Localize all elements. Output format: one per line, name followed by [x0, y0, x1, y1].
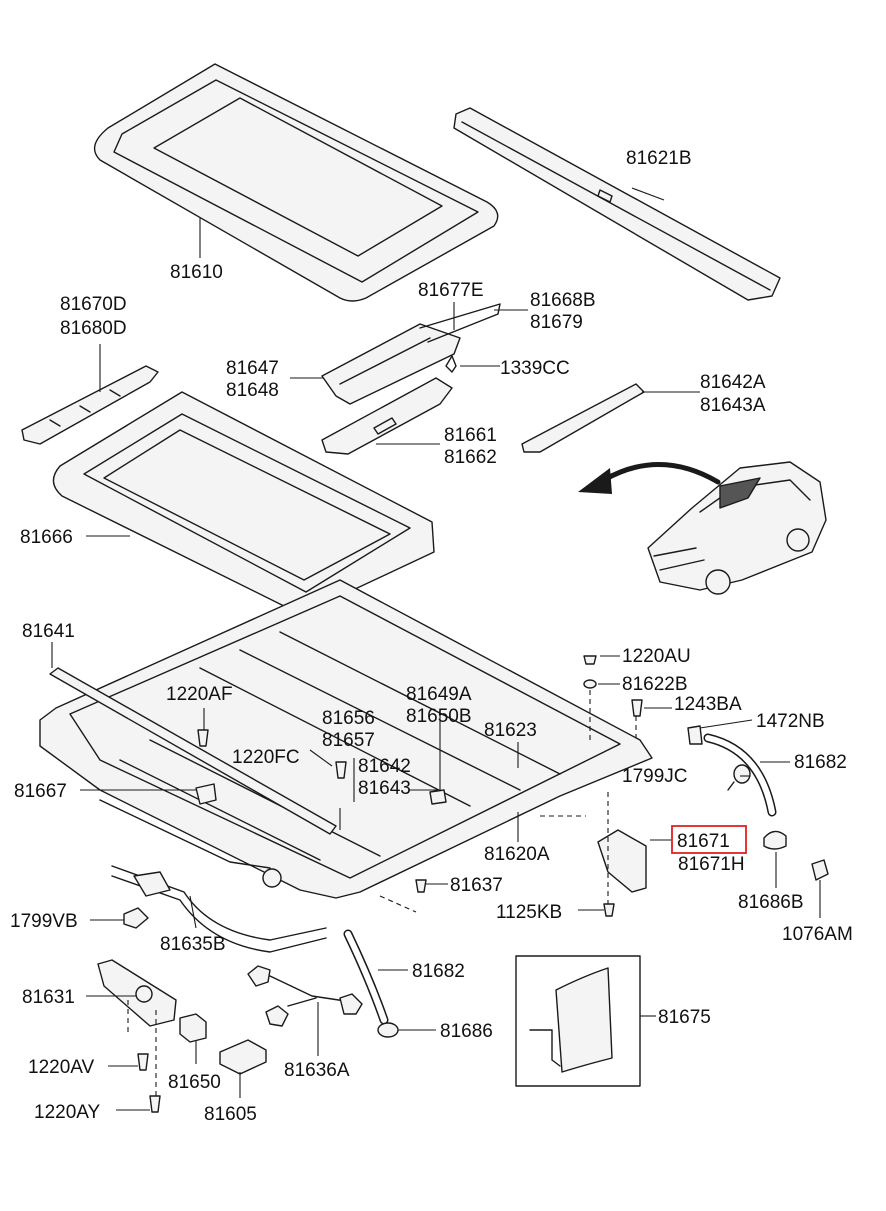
bushing-81650: [179, 1013, 207, 1043]
rail-81641: [49, 667, 337, 835]
label-81662: 81662: [444, 447, 497, 468]
bolt-1220FC: [335, 761, 347, 779]
label-1220AY: 1220AY: [34, 1102, 101, 1123]
highlight-box-81671: [671, 825, 747, 854]
part-labels: 81610 81621B 81670D 81680D 81677E 81668B…: [10, 148, 853, 1125]
harness-81636A: [247, 965, 363, 1027]
label-1243BA: 1243BA: [674, 694, 742, 715]
label-81670D: 81670D: [60, 294, 127, 315]
label-1125KB: 1125KB: [496, 902, 562, 923]
leader-lines: [51, 187, 821, 1111]
bolt-1220AV: [137, 1053, 149, 1071]
label-81642A: 81642A: [700, 372, 766, 393]
seal-strip-81670D: [21, 365, 159, 445]
bolt-1220AY: [149, 1095, 161, 1113]
label-81686: 81686: [440, 1021, 493, 1042]
motor-81631: [97, 959, 177, 1027]
inset-81675: [515, 955, 641, 1087]
clip-81649A: [429, 789, 447, 805]
label-81623: 81623: [484, 720, 537, 741]
label-81666: 81666: [20, 527, 73, 548]
label-81650B: 81650B: [406, 706, 472, 727]
fastener-1243BA: [631, 699, 643, 717]
module-81605: [219, 1039, 267, 1075]
label-81636A: 81636A: [284, 1060, 350, 1081]
label-81650: 81650: [168, 1072, 221, 1093]
label-1220AU: 1220AU: [622, 646, 691, 667]
rail-81642A: [521, 383, 645, 453]
label-81643: 81643: [358, 778, 411, 799]
cable-81635B: [111, 865, 327, 953]
label-1220FC: 1220FC: [232, 747, 300, 768]
label-81671H: 81671H: [678, 854, 745, 875]
label-81656: 81656: [322, 708, 375, 729]
label-81668B: 81668B: [530, 290, 596, 311]
arrow-icon: [578, 462, 721, 494]
plate-81661: [321, 377, 453, 455]
label-1799VB: 1799VB: [10, 911, 78, 932]
grommet-81686: [377, 1022, 399, 1038]
bracket-81667: [195, 783, 217, 805]
label-81680D: 81680D: [60, 318, 127, 339]
label-81667: 81667: [14, 781, 67, 802]
label-81677E: 81677E: [418, 280, 484, 301]
clip-1076AM: [811, 859, 829, 881]
hose-81682-right: [703, 733, 777, 817]
label-1339CC: 1339CC: [500, 358, 570, 379]
label-81631: 81631: [22, 987, 75, 1008]
vehicle-illustration: [647, 461, 827, 595]
label-1076AM: 1076AM: [782, 924, 853, 945]
label-81642: 81642: [358, 756, 411, 777]
label-81622B: 81622B: [622, 674, 688, 695]
bumper-1799VB: [123, 907, 149, 929]
label-81605: 81605: [204, 1104, 257, 1125]
deflector-81621B: [453, 107, 781, 301]
label-81682-lower: 81682: [412, 961, 465, 982]
label-81679: 81679: [530, 312, 583, 333]
bracket-81647: [321, 303, 501, 405]
clip-1472NB: [687, 725, 703, 745]
label-81620A: 81620A: [484, 844, 550, 865]
label-81641: 81641: [22, 621, 75, 642]
glass-panel-81610: [93, 63, 499, 302]
label-81610: 81610: [170, 262, 223, 283]
label-81648: 81648: [226, 380, 279, 401]
grommet-81686B: [763, 830, 787, 850]
hose-81682-lower: [343, 929, 389, 1025]
label-81621B: 81621B: [626, 148, 692, 169]
label-81686B: 81686B: [738, 892, 804, 913]
label-81637: 81637: [450, 875, 503, 896]
label-1472NB: 1472NB: [756, 711, 825, 732]
label-1220AV: 1220AV: [28, 1057, 95, 1078]
fastener-1220AU: [583, 655, 597, 665]
bolt-81637: [415, 879, 427, 893]
label-81661: 81661: [444, 425, 497, 446]
label-81647: 81647: [226, 358, 279, 379]
label-1220AF: 1220AF: [166, 684, 233, 705]
label-1799JC: 1799JC: [622, 766, 688, 787]
housing-81620A: [39, 579, 653, 899]
label-81682-right: 81682: [794, 752, 847, 773]
grommet-1799JC: [727, 764, 751, 791]
label-81649A: 81649A: [406, 684, 472, 705]
label-81635B: 81635B: [160, 934, 226, 955]
bolt-1220AF: [197, 729, 209, 747]
fastener-81622B: [583, 679, 597, 689]
dashed-guide-lines: [127, 690, 637, 1096]
label-81671: 81671: [677, 831, 730, 852]
bracket-81671: [597, 829, 647, 893]
bolt-1125KB: [603, 903, 615, 917]
label-81657: 81657: [322, 730, 375, 751]
frame-81666: [52, 391, 435, 613]
label-81675: 81675: [658, 1007, 711, 1028]
label-81643A: 81643A: [700, 395, 766, 416]
